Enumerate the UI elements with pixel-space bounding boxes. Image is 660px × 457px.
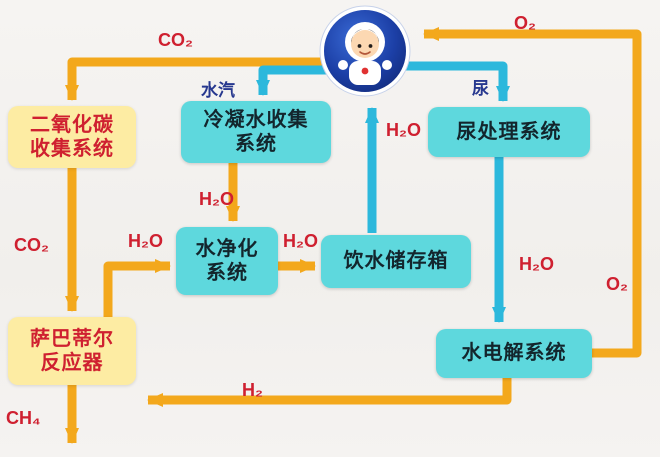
h2o-condensate-label: H₂O [199, 189, 234, 209]
arrow-sabatier-to-purification [103, 259, 171, 317]
h2o-up-label: H₂O [386, 120, 421, 140]
co2-left-label: CO₂ [14, 235, 49, 255]
vapor-label: 水汽 [201, 81, 235, 100]
co2-collection-box: 二氧化碳 收集系统 [8, 106, 136, 168]
o2-top-label: O₂ [514, 13, 536, 33]
arrow-vapor-to-condensate [256, 65, 338, 96]
purification-label-line1: 水净化 [195, 237, 259, 260]
electrolysis-label: 水电解系统 [461, 342, 567, 365]
o2-right-label: O₂ [606, 274, 628, 294]
arrow-co2-exhale [65, 57, 333, 101]
urine-label: 尿 [472, 79, 489, 98]
storage-label: 饮水储存箱 [343, 250, 449, 273]
sabatier-label-line1: 萨巴蒂尔 [30, 327, 114, 350]
astronaut-icon [319, 5, 411, 97]
urine-processing-box: 尿处理系统 [428, 107, 590, 157]
arrow-h2-to-sabatier [147, 378, 512, 407]
condensate-label-line1: 冷凝水收集 [203, 108, 309, 131]
h2o-sabatier-label: H₂O [128, 231, 163, 251]
h2o-urine-out-label: H₂O [519, 254, 554, 274]
co2-collection-label-line2: 收集系统 [30, 138, 114, 160]
co2-top-label: CO₂ [158, 30, 193, 50]
sabatier-reactor-box: 萨巴蒂尔 反应器 [8, 317, 136, 385]
condensate-collection-box: 冷凝水收集 系统 [181, 101, 331, 163]
arrow-o2-to-astronaut [423, 27, 642, 358]
ch4-label: CH₄ [6, 408, 41, 428]
sabatier-label-line2: 反应器 [40, 352, 104, 374]
urine-processing-label: 尿处理系统 [456, 120, 562, 143]
drinking-water-storage-box: 饮水储存箱 [321, 235, 471, 288]
h2-bottom-label: H₂ [242, 380, 263, 400]
water-electrolysis-box: 水电解系统 [436, 329, 592, 378]
condensate-label-line2: 系统 [235, 133, 277, 155]
purification-label-line2: 系统 [206, 262, 248, 284]
arrow-urine-to-processor [394, 61, 510, 102]
co2-collection-label-line1: 二氧化碳 [30, 113, 114, 136]
h2o-purify-out-label: H₂O [283, 231, 318, 251]
water-purification-box: 水净化 系统 [176, 227, 278, 295]
